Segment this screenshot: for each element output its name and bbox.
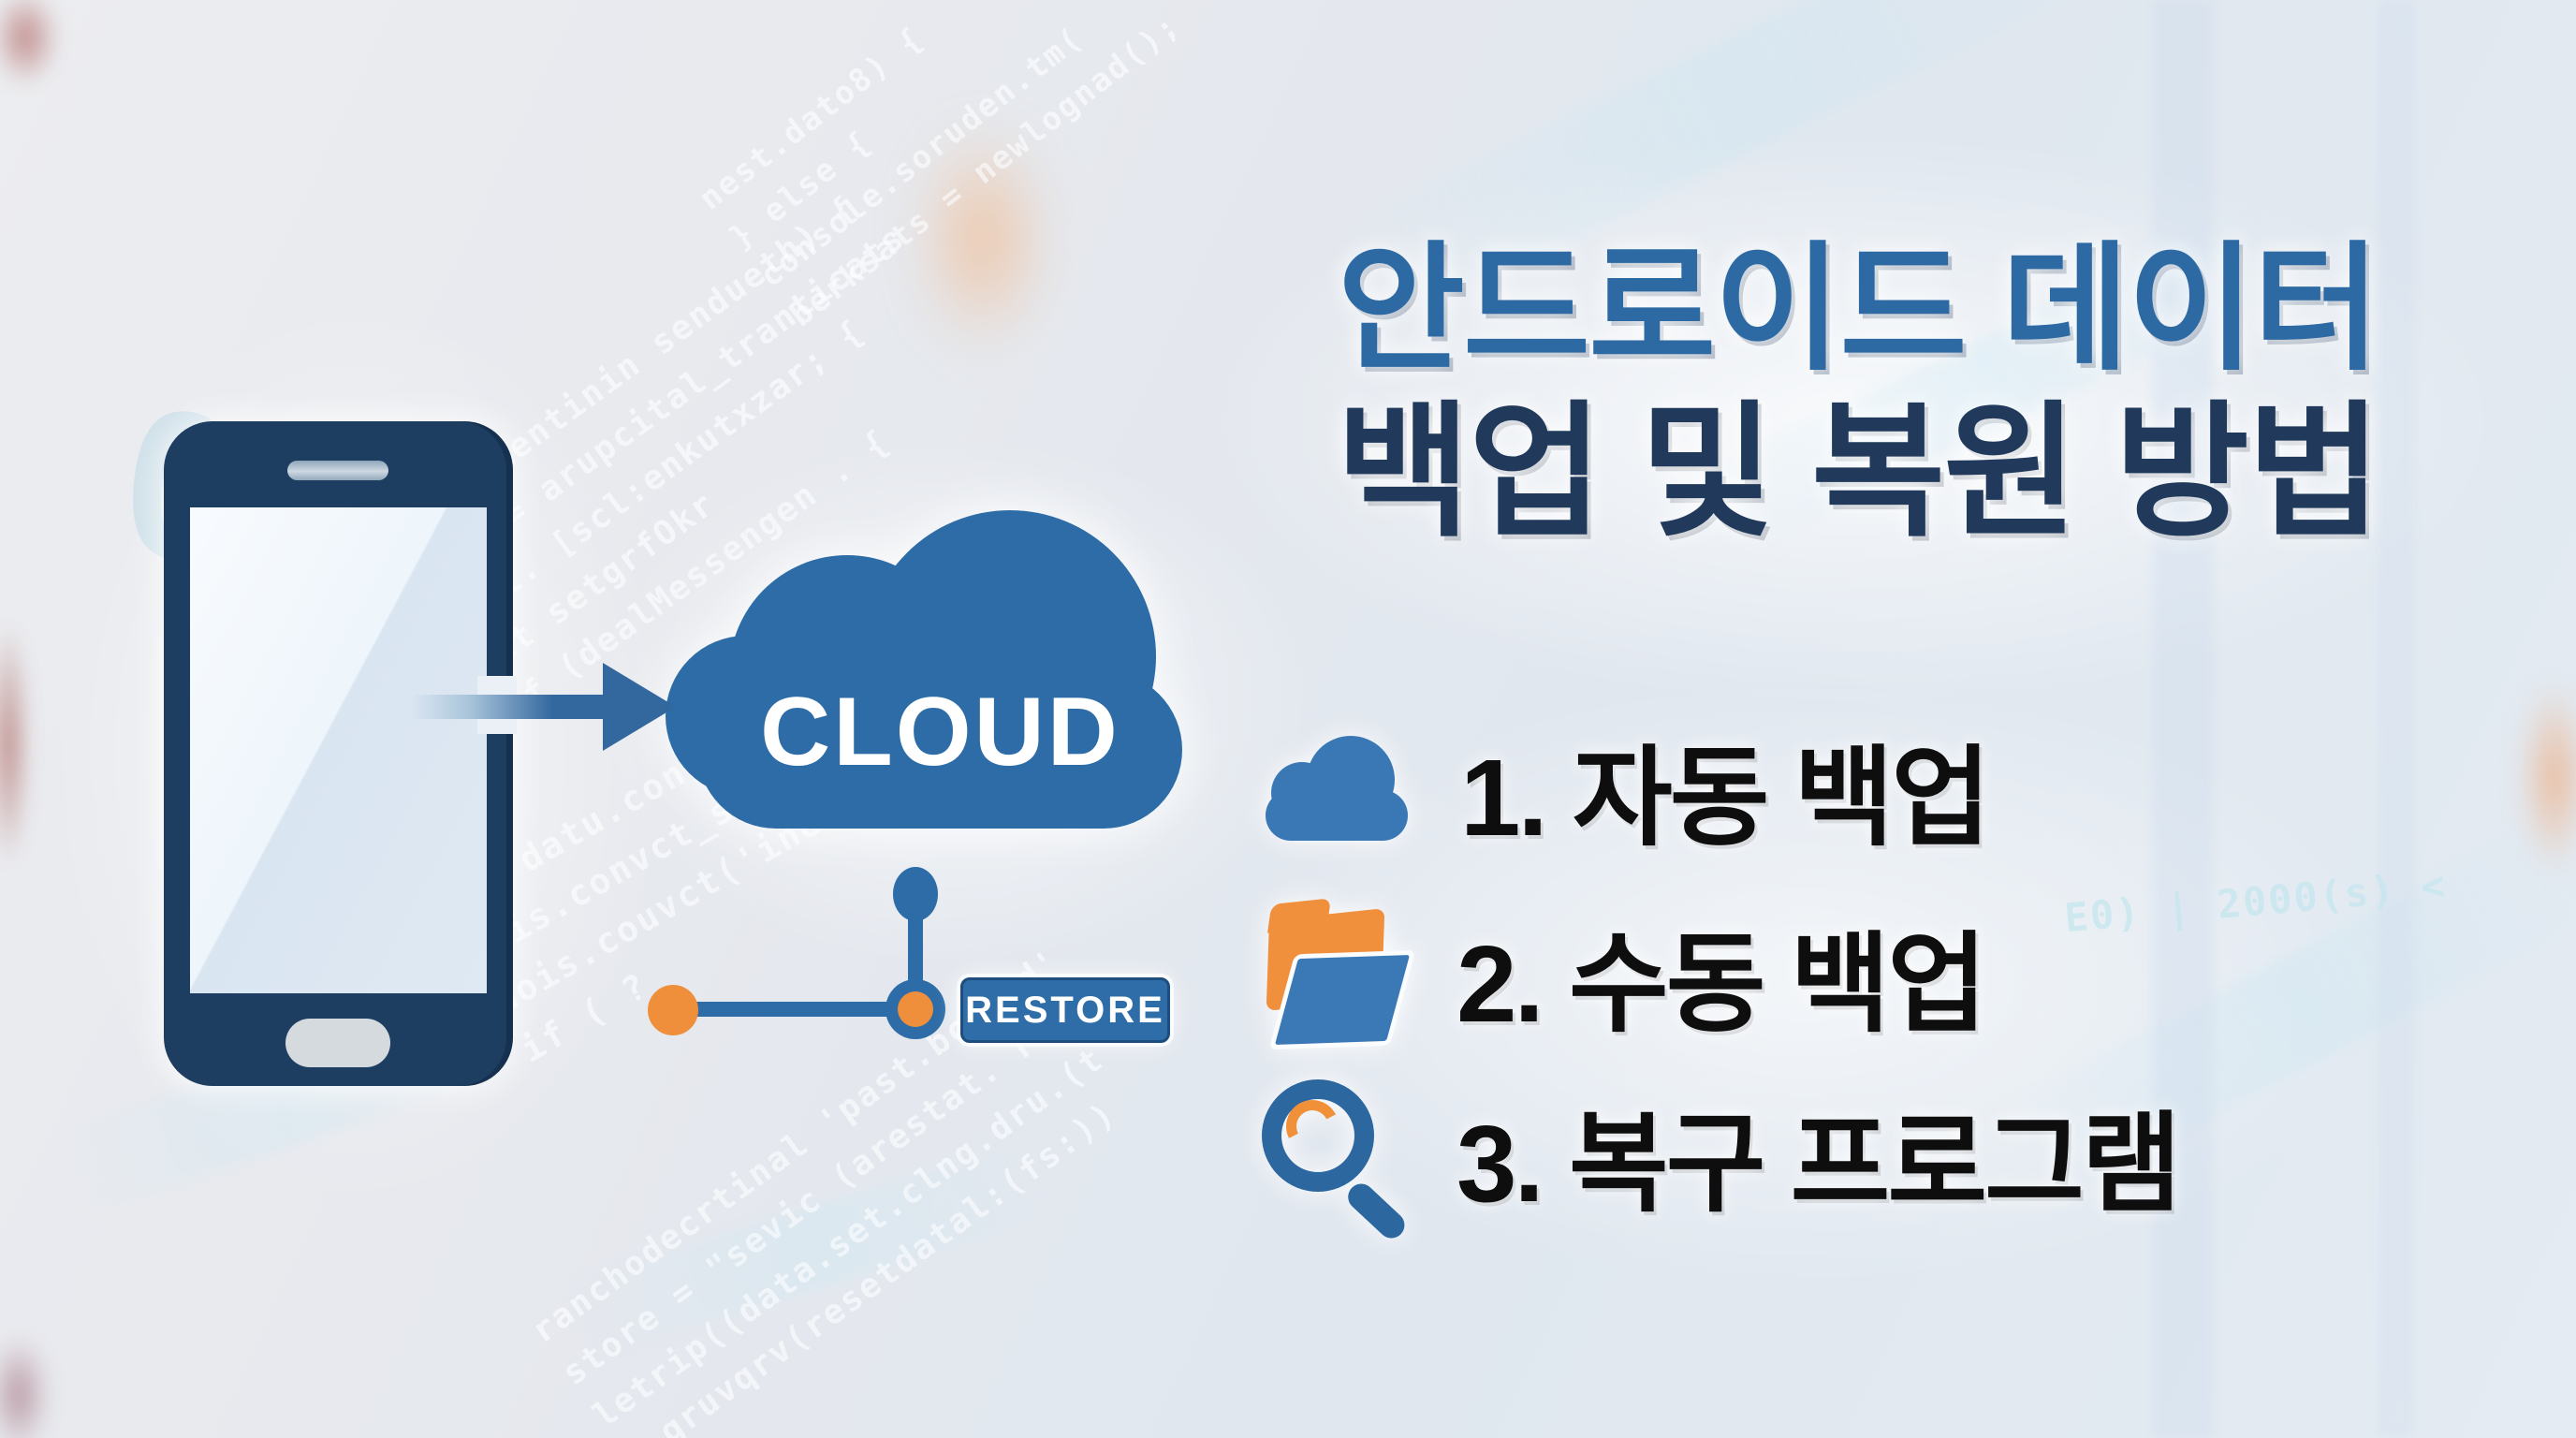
magnifier-icon-handle	[1342, 1178, 1411, 1244]
cloud-label: CLOUD	[760, 678, 1120, 786]
folder-icon	[1262, 897, 1416, 1049]
background-orange-blob	[2522, 683, 2576, 871]
headline: 안드로이드 데이터 백업 및 복원 방법	[1217, 232, 2499, 559]
backup-arrow-head-icon	[603, 663, 676, 751]
list-item-manual-backup: 2. 수동 백업	[1262, 897, 1987, 1051]
circuit-line-horizontal	[683, 1002, 900, 1017]
circuit-junction-node-core	[898, 991, 933, 1027]
backup-arrow-shaft	[410, 695, 608, 719]
headline-line-1: 안드로이드 데이터	[1337, 232, 2380, 387]
list-item-label: 1. 자동 백업	[1460, 737, 1991, 858]
magnifier-icon	[1262, 1079, 1412, 1244]
background-red-blob	[0, 1339, 47, 1438]
phone-screen	[190, 507, 487, 993]
cloud-illustration: CLOUD	[666, 510, 1191, 833]
background-band	[2378, 0, 2415, 1438]
cloud-icon-part	[1266, 790, 1408, 841]
background-red-blob	[0, 0, 58, 84]
restore-badge-label: RESTORE	[965, 989, 1165, 1031]
list-item-recovery-program: 3. 복구 프로그램	[1262, 1075, 2182, 1244]
cloud-icon	[1266, 713, 1415, 863]
background-red-blob	[0, 627, 30, 861]
phone-speaker	[287, 461, 388, 480]
list-item-label: 2. 수동 백업	[1456, 922, 1987, 1045]
list-item-label: 3. 복구 프로그램	[1456, 1103, 2182, 1225]
phone-home-button	[285, 1019, 390, 1067]
headline-line-2: 백업 및 복원 방법	[1336, 390, 2382, 554]
background-orange-blob	[913, 122, 1053, 356]
circuit-junction-node	[886, 979, 945, 1039]
background-streak	[561, 1135, 1068, 1360]
folder-icon-part	[1268, 949, 1416, 1049]
restore-badge: RESTORE	[960, 977, 1170, 1043]
list-item-auto-backup: 1. 자동 백업	[1266, 713, 1991, 863]
circuit-node-orange	[648, 985, 698, 1035]
background-code-snippet: E0) | 2000(s) <	[2062, 861, 2449, 942]
smartphone-illustration	[164, 421, 513, 1086]
